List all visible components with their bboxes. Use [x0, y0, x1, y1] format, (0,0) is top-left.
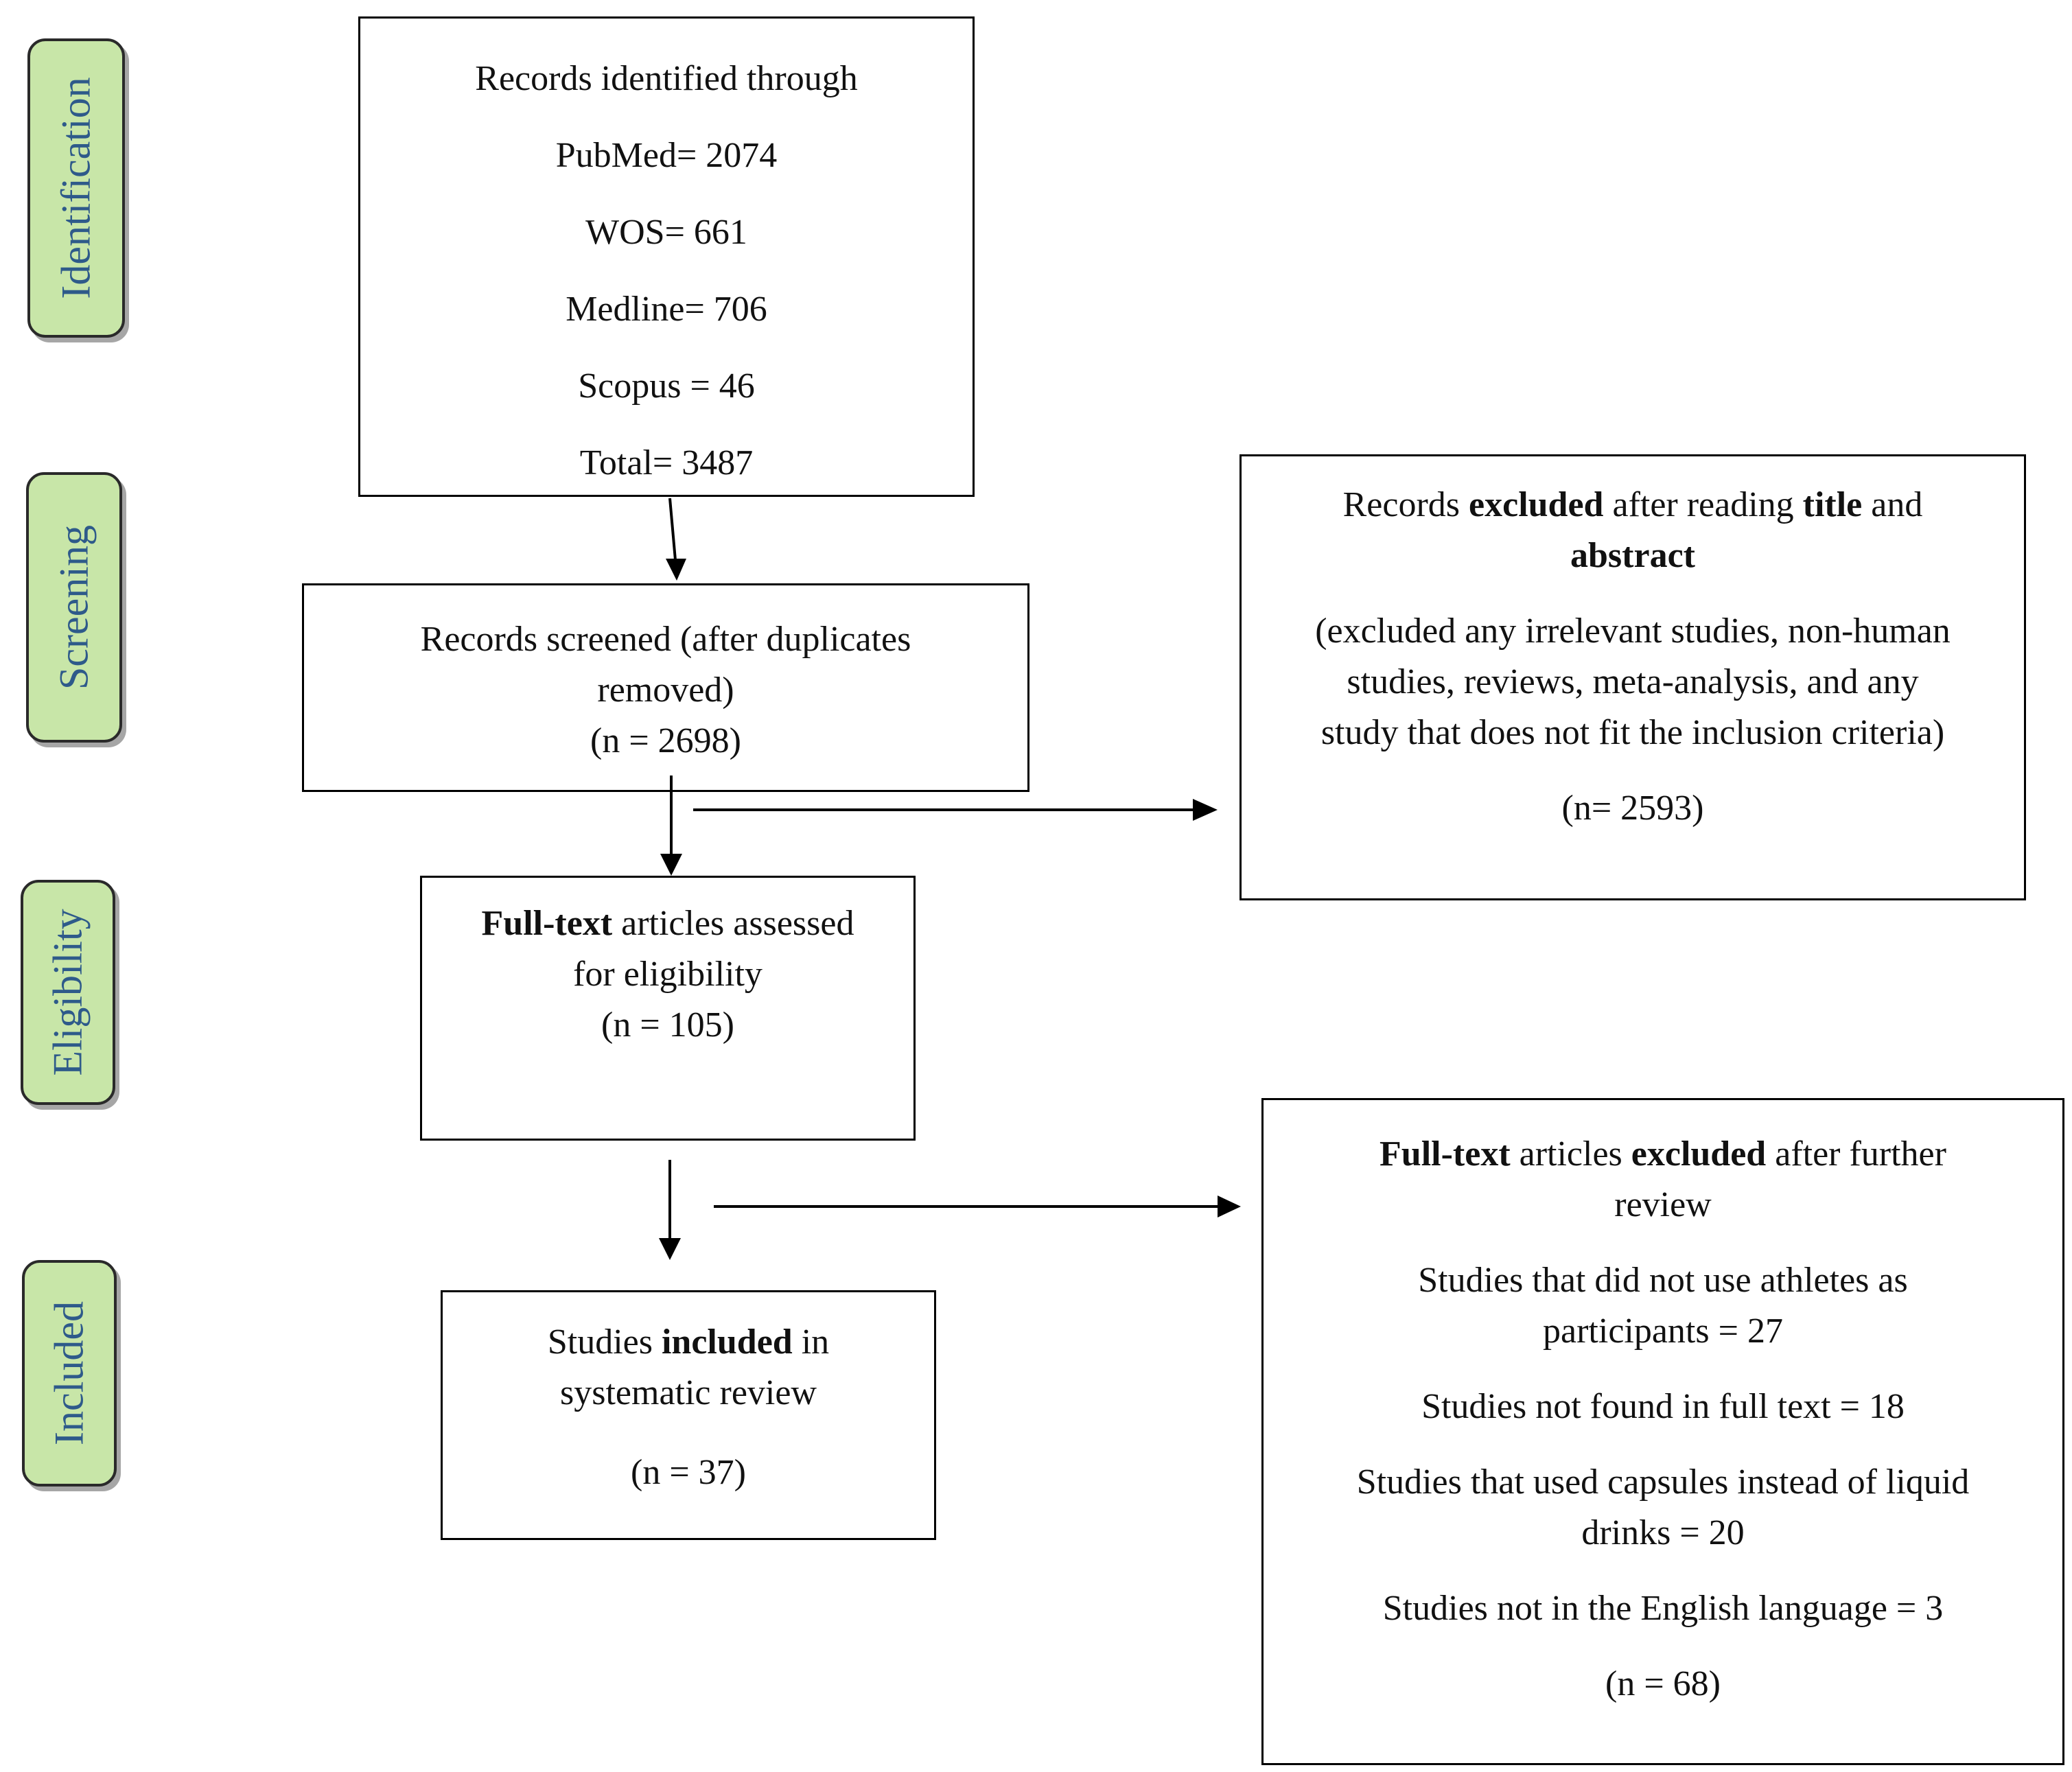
wos-count: WOS= 661 — [585, 213, 747, 252]
excluded-detail-line3: study that does not fit the inclusion cr… — [1320, 713, 1945, 752]
records-identified-box: Records identified through PubMed= 2074 … — [358, 16, 975, 497]
eligibility-line1: Full-text articles assessed — [481, 904, 854, 943]
reason-capsules-line2: drinks = 20 — [1581, 1513, 1745, 1552]
arrowhead-records-excluded — [1193, 799, 1218, 821]
excluded-count: (n= 2593) — [1561, 789, 1704, 828]
fulltext-excluded-line2: review — [1614, 1185, 1712, 1224]
included-line2: systematic review — [560, 1373, 817, 1412]
arrowhead-eligibility-to-included — [659, 1238, 681, 1260]
fulltext-excluded-count: (n = 68) — [1605, 1664, 1721, 1703]
total-count: Total= 3487 — [579, 443, 754, 482]
arrowhead-screened-to-eligibility — [660, 854, 682, 876]
stage-label-identification: Identification — [27, 38, 125, 338]
excluded-detail-line2: studies, reviews, meta-analysis, and any — [1347, 662, 1919, 701]
fulltext-excluded-line1: Full-text articles excluded after furthe… — [1380, 1134, 1946, 1174]
records-identified-title: Records identified through — [475, 59, 858, 98]
eligibility-line2: for eligibility — [573, 955, 763, 994]
reason-athletes-line1: Studies that did not use athletes as — [1418, 1261, 1908, 1300]
arrow-identified-to-screened — [668, 498, 677, 561]
eligibility-box: Full-text articles assessed for eligibil… — [420, 876, 916, 1141]
arrowhead-identified-to-screened — [666, 559, 686, 581]
screened-line2: removed) — [597, 671, 734, 710]
stage-label-screening: Screening — [26, 472, 122, 743]
eligibility-count: (n = 105) — [601, 1005, 734, 1045]
arrowhead-fulltext-excluded — [1218, 1196, 1241, 1217]
reason-language: Studies not in the English language = 3 — [1382, 1589, 1944, 1628]
excluded-heading-line1: Records excluded after reading title and — [1342, 485, 1923, 524]
reason-athletes-line2: participants = 27 — [1543, 1311, 1783, 1351]
included-count: (n = 37) — [631, 1453, 746, 1492]
screened-line1: Records screened (after duplicates — [420, 620, 911, 659]
included-line1: Studies included in — [547, 1322, 830, 1362]
fulltext-excluded-box: Full-text articles excluded after furthe… — [1261, 1098, 2064, 1765]
medline-count: Medline= 706 — [566, 290, 767, 329]
studies-included-box: Studies included in systematic review (n… — [441, 1290, 936, 1540]
stage-label-included: Included — [22, 1260, 117, 1487]
reason-not-found: Studies not found in full text = 18 — [1421, 1387, 1905, 1426]
reason-capsules-line1: Studies that used capsules instead of li… — [1356, 1462, 1970, 1502]
records-screened-box: Records screened (after duplicates remov… — [302, 583, 1029, 792]
excluded-detail-line1: (excluded any irrelevant studies, non-hu… — [1315, 611, 1951, 651]
excluded-heading-line2: abstract — [1570, 536, 1695, 575]
scopus-count: Scopus = 46 — [578, 366, 755, 406]
pubmed-count: PubMed= 2074 — [555, 136, 778, 175]
screened-count: (n = 2698) — [590, 721, 741, 760]
records-excluded-box: Records excluded after reading title and… — [1239, 454, 2026, 900]
stage-label-eligibility: Eligibility — [21, 880, 115, 1105]
